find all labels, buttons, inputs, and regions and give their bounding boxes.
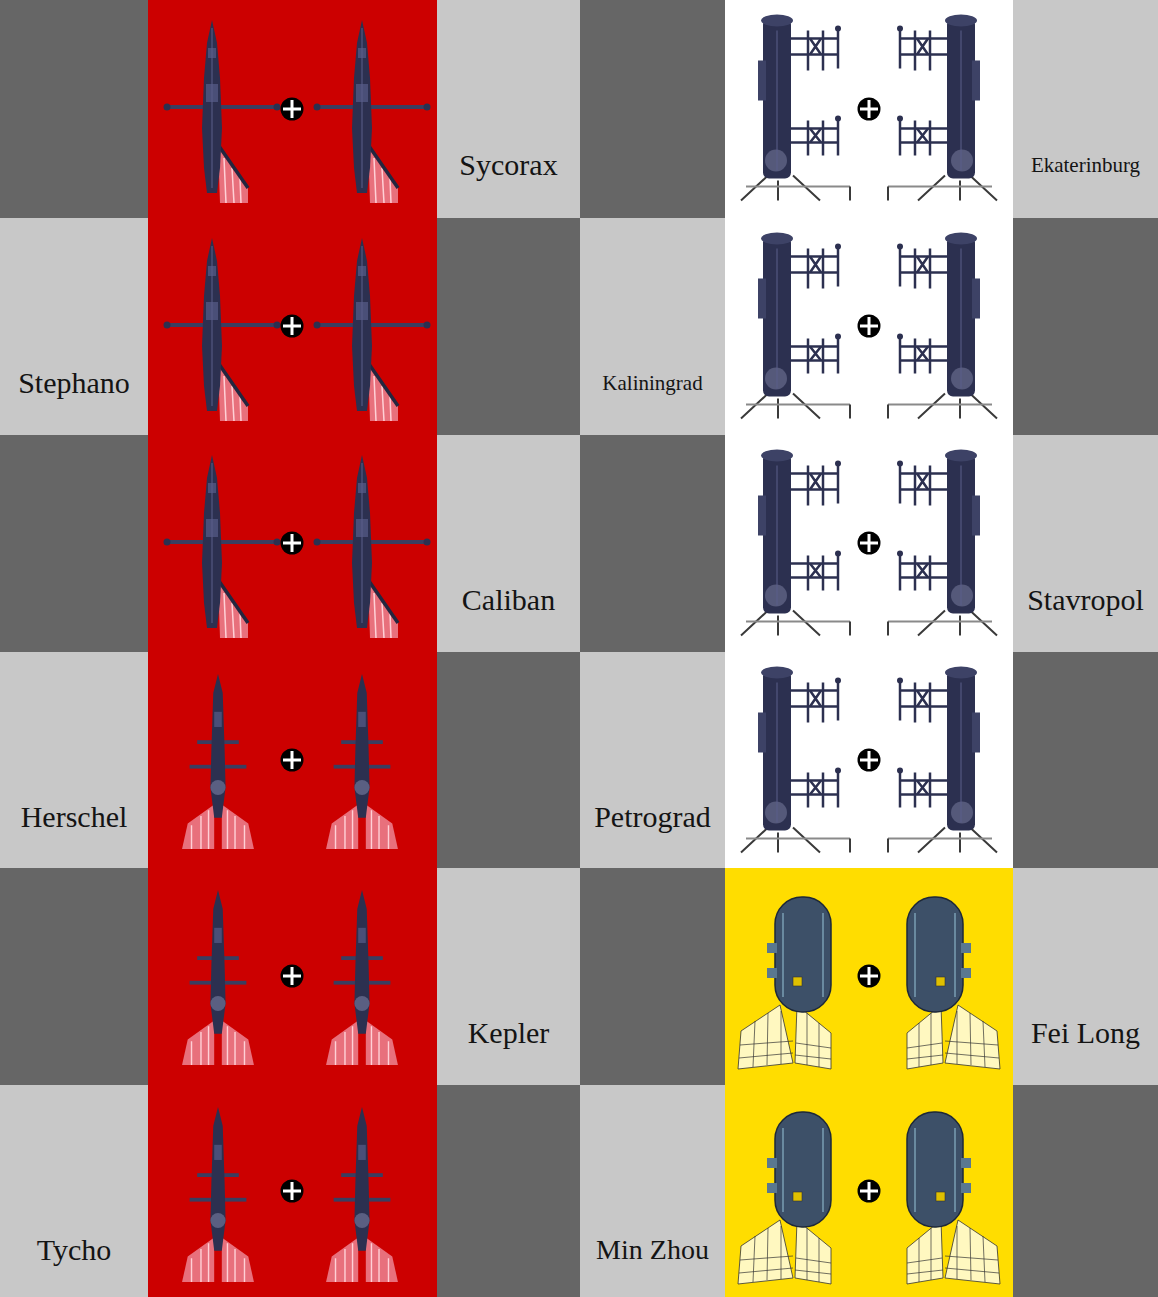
ship-name: Ekaterinburg	[1013, 153, 1158, 177]
ship-name: Stavropol	[1013, 583, 1158, 618]
ship-name: Tycho	[0, 1233, 148, 1268]
light-square: Fei Long	[1013, 868, 1158, 1085]
ship-name: Min Zhou	[580, 1234, 725, 1266]
ship-name: Caliban	[437, 583, 580, 618]
light-square: Ekaterinburg	[1013, 0, 1158, 218]
light-square: Petrograd	[580, 652, 725, 868]
light-square: Herschel	[0, 652, 148, 868]
ship-name: Petrograd	[580, 800, 725, 835]
white-band	[725, 0, 1013, 868]
light-square: Min Zhou	[580, 1085, 725, 1297]
light-square: Caliban	[437, 435, 580, 652]
light-square: Stephano	[0, 218, 148, 435]
ship-name: Sycorax	[437, 148, 580, 183]
light-square: Kaliningrad	[580, 218, 725, 435]
light-square: Stavropol	[1013, 435, 1158, 652]
light-square: Tycho	[0, 1085, 148, 1297]
ship-name: Kepler	[437, 1016, 580, 1051]
light-square: Sycorax	[437, 0, 580, 218]
ship-pair	[164, 20, 431, 1282]
ship-pair	[738, 15, 1000, 1285]
ship-name: Kaliningrad	[580, 371, 725, 395]
red-band	[148, 0, 437, 1297]
yellow-band	[725, 868, 1013, 1297]
ship-name: Stephano	[0, 366, 148, 401]
ship-name: Herschel	[0, 800, 148, 835]
ship-name: Fei Long	[1013, 1016, 1158, 1051]
light-square: Kepler	[437, 868, 580, 1085]
